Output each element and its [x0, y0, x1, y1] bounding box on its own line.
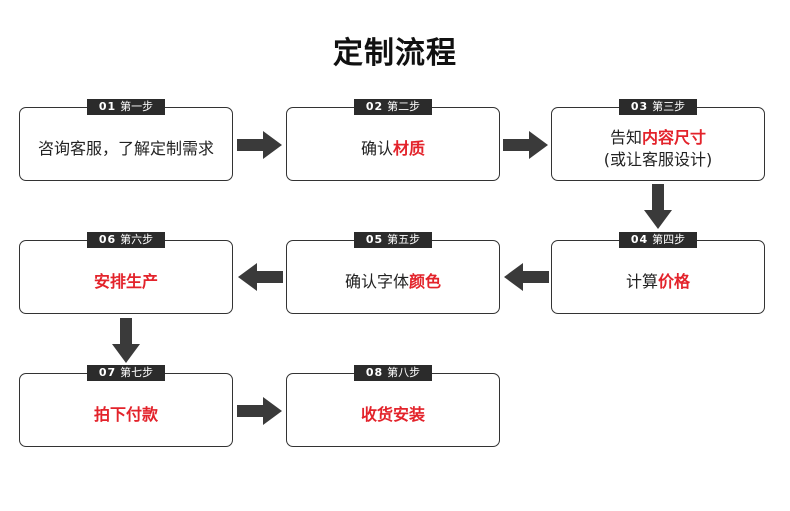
step-2-number: 02 [365, 100, 384, 113]
step-5-text: 确认字体 [344, 272, 409, 291]
step-8-highlight: 收货安装 [360, 405, 425, 424]
step-1-text: 咨询客服，了解定制需求 [37, 139, 214, 158]
step-6-number: 06 [98, 233, 117, 246]
step-6-label: 第六步 [120, 233, 154, 246]
step-4-number: 04 [630, 233, 649, 246]
arrow-left-icon [504, 263, 549, 291]
step-1-label: 第一步 [120, 100, 154, 113]
step-3-highlight: 内容尺寸 [642, 128, 707, 147]
step-5-highlight: 颜色 [409, 272, 442, 291]
step-5-content: 确认字体颜色 [287, 251, 499, 313]
step-2-highlight: 材质 [393, 139, 426, 158]
arrow-left-icon [238, 263, 283, 291]
step-3-content: 告知内容尺寸 (或让客服设计) [552, 118, 764, 180]
step-2-text: 确认 [360, 139, 393, 158]
step-7-number: 07 [98, 366, 117, 379]
step-4-highlight: 价格 [658, 272, 691, 291]
arrow-right-icon [237, 131, 282, 159]
arrow-down-icon [644, 184, 672, 229]
step-8-content: 收货安装 [287, 384, 499, 446]
step-4-content: 计算价格 [552, 251, 764, 313]
step-7-highlight: 拍下付款 [93, 405, 158, 424]
step-6-content: 安排生产 [20, 251, 232, 313]
arrow-right-icon [237, 397, 282, 425]
step-3-label: 第三步 [652, 100, 686, 113]
arrow-down-icon [112, 318, 140, 363]
step-3-text-line2: (或让客服设计) [603, 150, 713, 169]
step-5-label: 第五步 [387, 233, 421, 246]
step-5-number: 05 [365, 233, 384, 246]
step-6-highlight: 安排生产 [93, 272, 158, 291]
step-7-content: 拍下付款 [20, 384, 232, 446]
page-title: 定制流程 [333, 36, 457, 71]
step-8-number: 08 [365, 366, 384, 379]
step-3-text: 告知 [609, 128, 642, 147]
arrow-right-icon [503, 131, 548, 159]
step-8-label: 第八步 [387, 366, 421, 379]
step-4-label: 第四步 [652, 233, 686, 246]
step-4-text: 计算 [625, 272, 658, 291]
step-3-number: 03 [630, 100, 649, 113]
step-7-label: 第七步 [120, 366, 154, 379]
step-2-label: 第二步 [387, 100, 421, 113]
step-2-content: 确认材质 [287, 118, 499, 180]
step-1-content: 咨询客服，了解定制需求 [20, 118, 232, 180]
step-1-number: 01 [98, 100, 117, 113]
